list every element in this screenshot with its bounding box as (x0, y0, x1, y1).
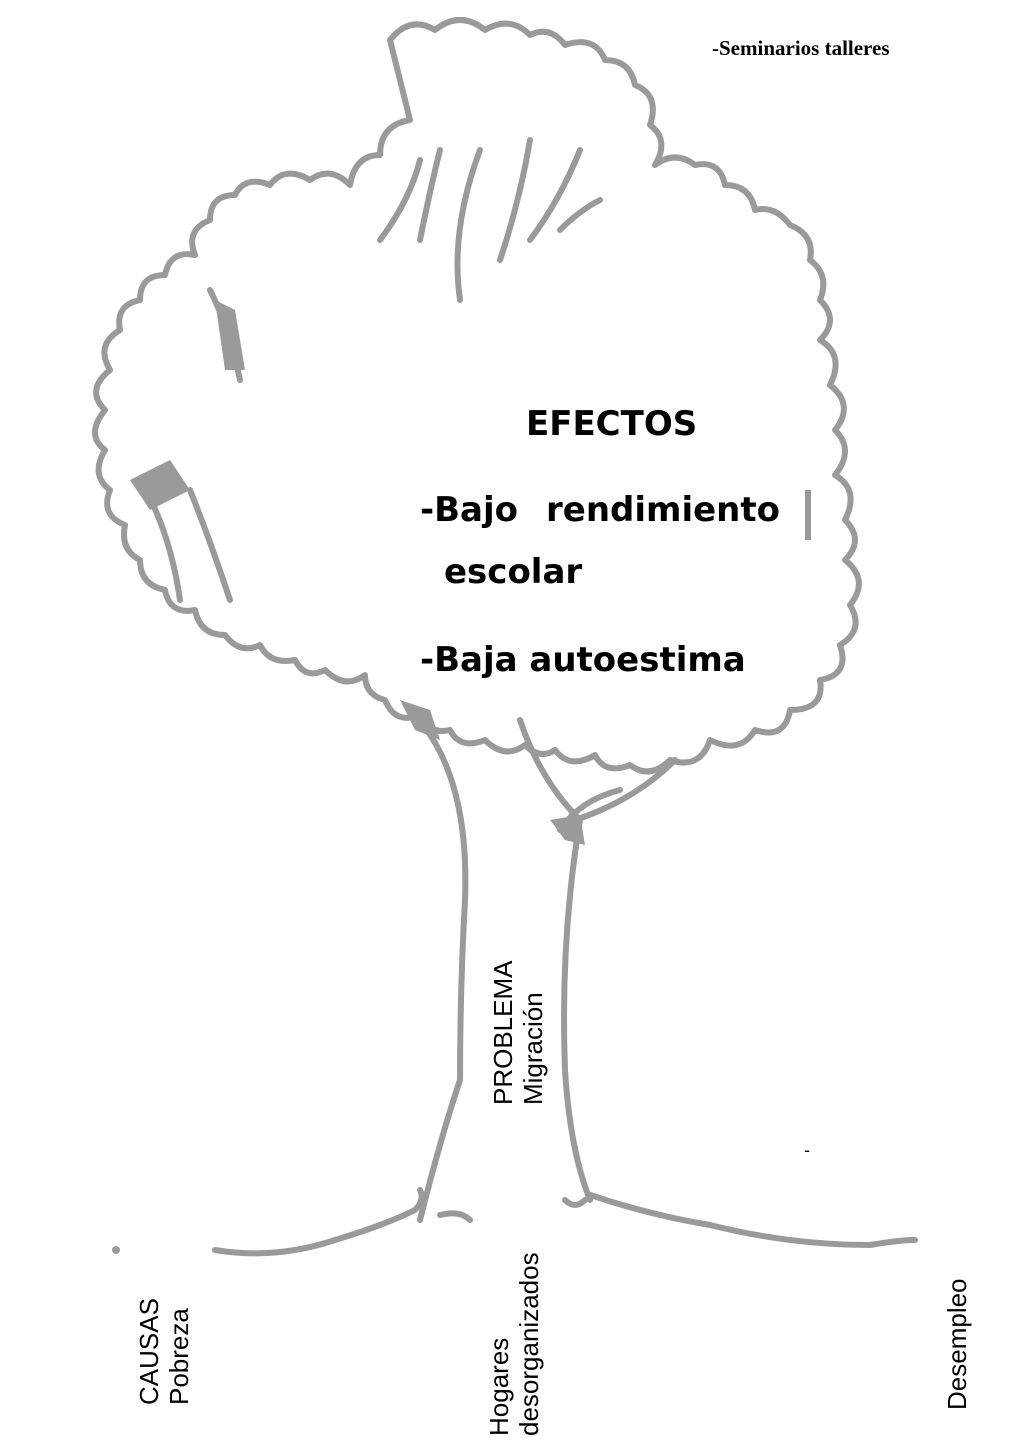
cause-item-2b: desorganizados (514, 1252, 544, 1436)
cause-poverty: CAUSAS Pobreza (134, 1298, 194, 1405)
effect-item-1-word1: -Bajo (420, 490, 518, 530)
cause-item-3: Desempleo (942, 1278, 972, 1410)
causes-title: CAUSAS (134, 1298, 164, 1405)
effect-item-2: -Baja autoestima (420, 640, 746, 680)
stray-dash: - (804, 1140, 810, 1161)
problem-label: PROBLEMA Migración (488, 961, 548, 1106)
cause-item-2a: Hogares (484, 1252, 514, 1436)
effects-title: EFECTOS (526, 404, 697, 444)
cause-item-1: Pobreza (164, 1298, 194, 1405)
branch-upper (380, 140, 600, 300)
branch-fill-left (130, 460, 190, 510)
branch-fill-upper (215, 300, 245, 370)
problem-value: Migración (518, 961, 548, 1106)
cause-unemployment: Desempleo (942, 1278, 972, 1410)
effect-item-1-word2: rendimiento (546, 490, 780, 530)
problem-title: PROBLEMA (488, 961, 518, 1106)
root-left (215, 1190, 422, 1253)
cause-homes: Hogares desorganizados (484, 1252, 544, 1436)
effect-item-1: -Bajo rendimiento (420, 490, 780, 530)
root-mid (440, 1200, 585, 1220)
root-dot (112, 1246, 120, 1254)
crotch-right (550, 815, 585, 845)
effects-marker (805, 490, 811, 540)
seminars-note: -Seminarios talleres (712, 36, 890, 61)
trunk-left (410, 710, 465, 1220)
effect-item-1-continued: escolar (444, 552, 582, 592)
root-right (590, 1195, 915, 1245)
